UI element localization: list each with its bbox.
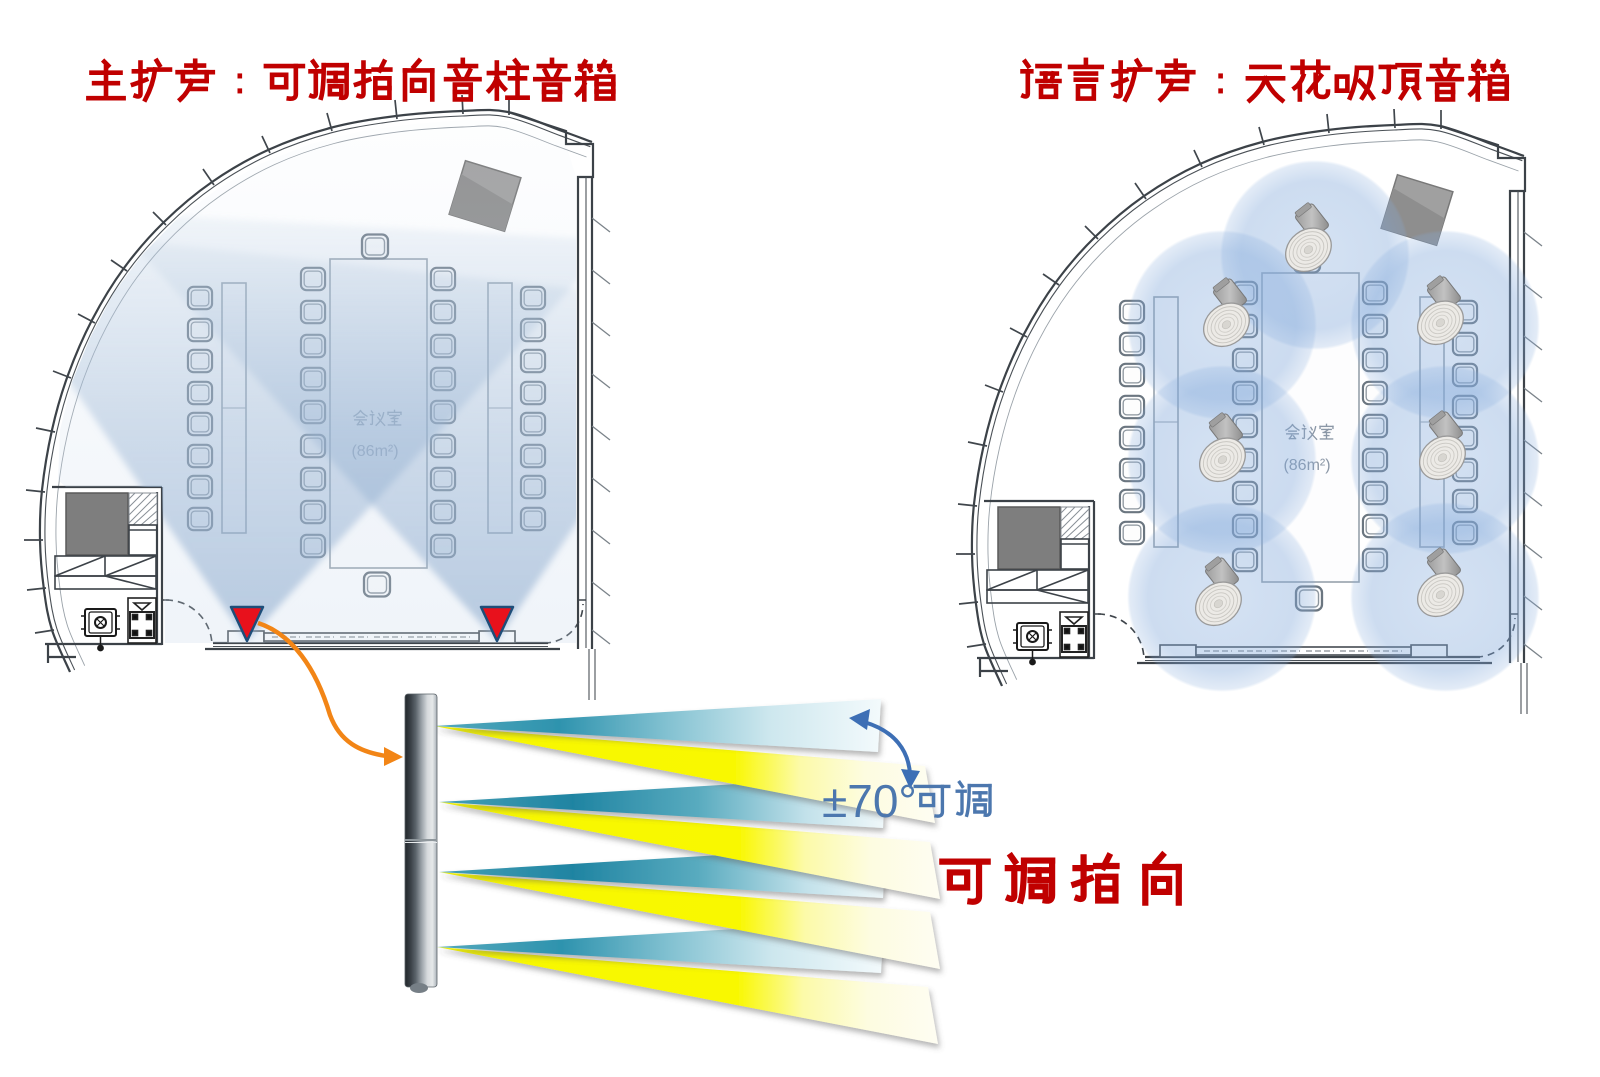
svg-text:±70°: ±70° xyxy=(822,775,917,827)
